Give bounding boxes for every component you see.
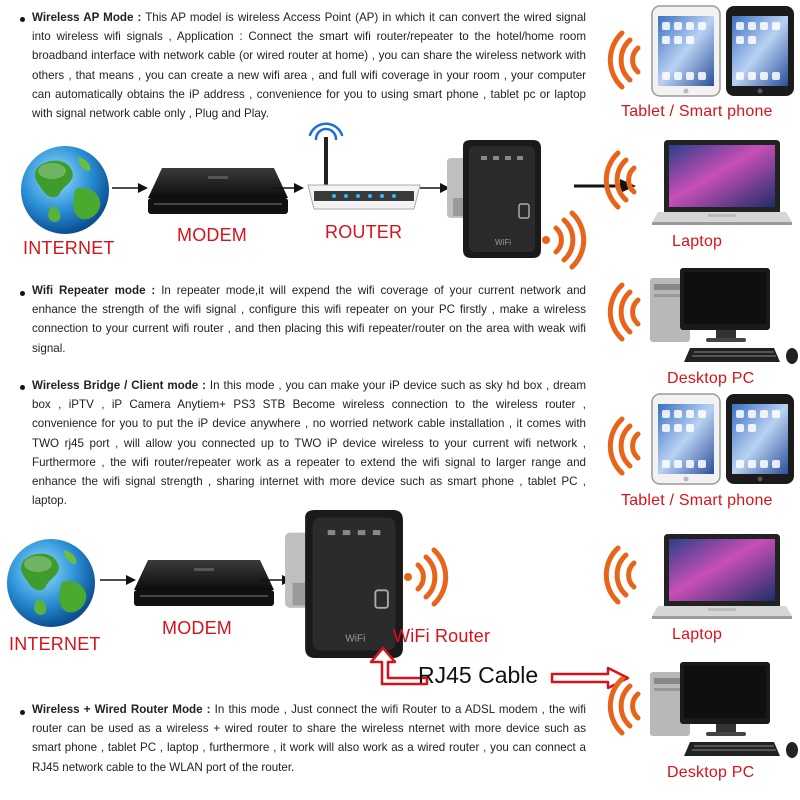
modem-icon <box>148 168 288 214</box>
wifi-waves-icon <box>608 150 648 210</box>
section-text: In this mode , you can make your iP devi… <box>32 379 587 508</box>
wifi-waves-icon <box>612 416 652 476</box>
laptop-icon <box>652 140 792 225</box>
cable-arrow-icon <box>369 646 429 686</box>
section-router-mode: Wireless + Wired Router Mode : In this m… <box>32 700 586 777</box>
arrow-icon <box>112 183 148 193</box>
wifi-waves-icon <box>612 30 652 90</box>
label-laptop: Laptop <box>672 233 723 250</box>
label-laptop: Laptop <box>672 626 723 643</box>
arrow-icon <box>100 575 136 585</box>
label-modem: MODEM <box>162 618 232 638</box>
laptop-icon <box>652 534 792 619</box>
section-ap-mode: Wireless AP Mode : This AP model is wire… <box>32 8 586 123</box>
globe-icon <box>7 539 95 627</box>
globe-icon <box>21 146 109 234</box>
modem-icon <box>134 560 274 606</box>
label-desktop: Desktop PC <box>667 370 755 387</box>
desktop-pc-icon <box>650 268 798 364</box>
wifi-waves-icon <box>542 210 582 270</box>
wifi-waves-icon <box>612 282 652 342</box>
tablet-smartphone-icon <box>651 393 795 485</box>
wifi-waves-icon <box>608 545 648 605</box>
section-bridge-mode: Wireless Bridge / Client mode : In this … <box>32 376 586 510</box>
section-title: Wifi Repeater mode : <box>32 284 156 297</box>
section-title: Wireless AP Mode : <box>32 11 142 24</box>
router-icon <box>307 122 421 210</box>
bullet <box>20 710 25 715</box>
section-title: Wireless + Wired Router Mode : <box>32 703 211 716</box>
repeater-icon <box>446 139 542 259</box>
section-text: In repeater mode,it will expend the wifi… <box>32 284 586 355</box>
section-text: This AP model is wireless Access Point (… <box>32 11 586 121</box>
arrow-icon <box>272 183 304 193</box>
label-internet: INTERNET <box>23 238 115 258</box>
repeater-icon <box>284 509 404 659</box>
label-router: ROUTER <box>325 222 403 242</box>
label-rj45-cable: RJ45 Cable <box>418 662 539 688</box>
label-desktop: Desktop PC <box>667 764 755 781</box>
wifi-waves-icon <box>404 545 448 609</box>
bullet <box>20 17 25 22</box>
arrow-icon <box>420 183 450 193</box>
section-title: Wireless Bridge / Client mode : <box>32 379 207 392</box>
section-repeater-mode: Wifi Repeater mode : In repeater mode,it… <box>32 281 586 358</box>
label-tablet: Tablet / Smart phone <box>621 492 773 509</box>
label-internet: INTERNET <box>9 634 101 654</box>
label-wifi-router: WiFi Router <box>393 626 491 646</box>
bullet <box>20 385 25 390</box>
tablet-smartphone-icon <box>651 5 795 97</box>
desktop-pc-icon <box>650 662 798 758</box>
label-tablet: Tablet / Smart phone <box>621 103 773 120</box>
bullet <box>20 291 25 296</box>
section-text: In this mode , Just connect the wifi Rou… <box>32 703 586 774</box>
wifi-waves-icon <box>612 676 652 736</box>
label-modem: MODEM <box>177 225 247 245</box>
